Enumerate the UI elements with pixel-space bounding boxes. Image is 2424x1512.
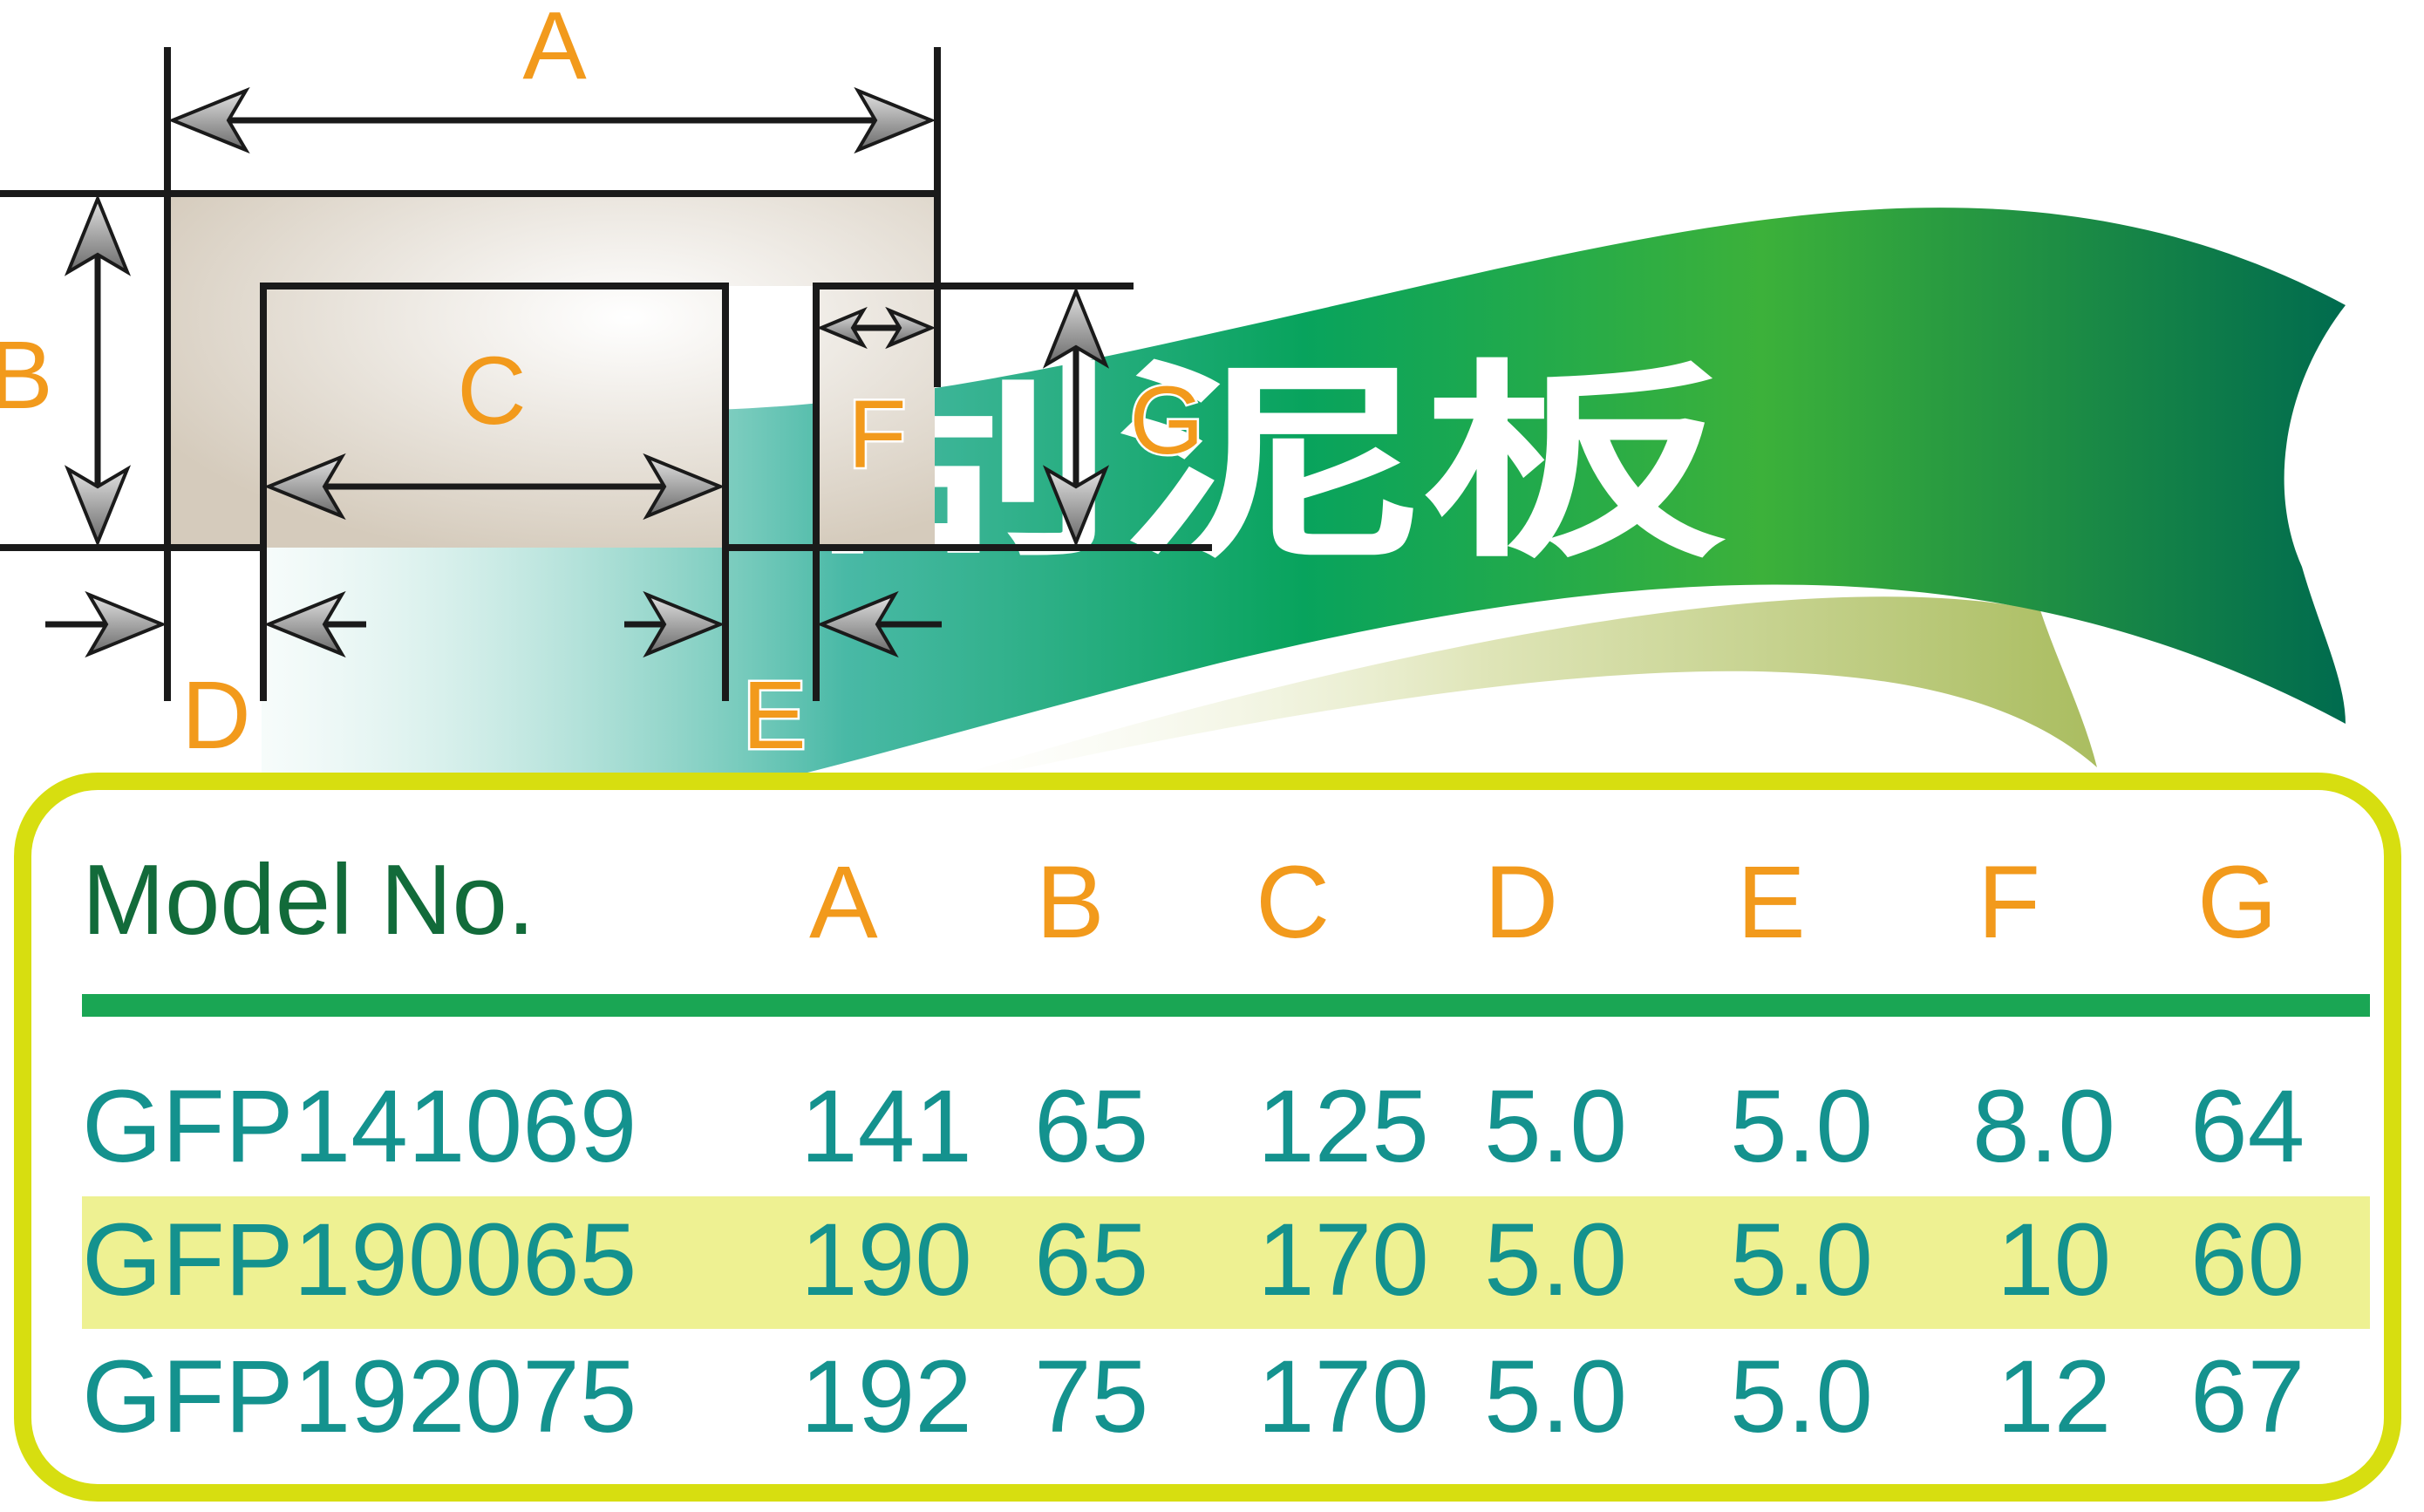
- dim-label-d: D: [181, 662, 250, 769]
- header-c: C: [1256, 845, 1331, 960]
- table-row: GFP190065 190 65 170 5.0 5.0 10 60: [82, 1196, 2370, 1329]
- header-g: G: [2197, 845, 2278, 960]
- arrow-e-right-icon: [816, 590, 899, 658]
- table-row: GFP141069 141 65 125 5.0 5.0 8.0 64: [82, 1063, 2370, 1195]
- cell-e: 5.0: [1730, 1202, 1874, 1318]
- header-model-no: Model No.: [82, 845, 535, 956]
- table-row: GFP192075 192 75 170 5.0 5.0 12 67: [82, 1333, 2370, 1466]
- dimension-labels: A B C D E F G: [0, 0, 1206, 772]
- cell-g: 64: [2190, 1069, 2305, 1184]
- channel-profile: [167, 194, 935, 548]
- dim-label-b: B: [0, 322, 53, 429]
- cell-f: 8.0: [1972, 1069, 2116, 1184]
- spec-table-panel: Model No. A B C D E F G GFP141069 141 65…: [14, 773, 2401, 1502]
- cell-model: GFP190065: [82, 1202, 637, 1318]
- cell-f: 12: [1997, 1339, 2112, 1454]
- dim-label-c: C: [457, 337, 526, 445]
- dim-label-e: E: [742, 662, 806, 769]
- arrow-b-top-icon: [64, 194, 132, 276]
- arrow-b-bottom-icon: [64, 465, 132, 548]
- header-e: E: [1737, 845, 1806, 960]
- arrow-a-right-icon: [854, 86, 936, 154]
- arrow-d-left-icon: [85, 590, 167, 658]
- dim-label-a: A: [522, 0, 587, 99]
- arrow-f-right-icon: [885, 306, 936, 350]
- cell-e: 5.0: [1730, 1069, 1874, 1184]
- cell-c: 170: [1257, 1202, 1429, 1318]
- dimension-arrowheads: [64, 86, 1110, 658]
- cell-c: 170: [1257, 1339, 1429, 1454]
- arrow-c-right-icon: [643, 453, 725, 521]
- arrow-f-left-icon: [816, 306, 868, 350]
- dim-label-f: F: [848, 381, 906, 488]
- cell-a: 192: [800, 1339, 972, 1454]
- header-d: D: [1484, 845, 1559, 960]
- cell-d: 5.0: [1484, 1202, 1628, 1318]
- cell-d: 5.0: [1484, 1339, 1628, 1454]
- header-f: F: [1978, 845, 2041, 960]
- ribbon-tail: [872, 596, 2097, 802]
- cell-g: 60: [2190, 1202, 2305, 1318]
- cell-c: 125: [1257, 1069, 1429, 1184]
- arrow-g-top-icon: [1042, 286, 1110, 369]
- arrow-c-left-icon: [263, 453, 346, 521]
- cell-model: GFP141069: [82, 1069, 637, 1184]
- arrow-g-bottom-icon: [1042, 465, 1110, 548]
- arrow-a-left-icon: [167, 86, 250, 154]
- cell-d: 5.0: [1484, 1069, 1628, 1184]
- header-b: B: [1036, 845, 1105, 960]
- header-a: A: [809, 845, 878, 960]
- cell-a: 141: [800, 1069, 972, 1184]
- cell-e: 5.0: [1730, 1339, 1874, 1454]
- profile-outline: [0, 47, 1212, 701]
- arrow-d-right-icon: [263, 590, 346, 658]
- header-rule: [82, 994, 2370, 1017]
- cell-model: GFP192075: [82, 1339, 637, 1454]
- cell-g: 67: [2190, 1339, 2305, 1454]
- cell-b: 65: [1034, 1069, 1149, 1184]
- cell-a: 190: [800, 1202, 972, 1318]
- cell-b: 65: [1034, 1202, 1149, 1318]
- dim-label-g: G: [1129, 367, 1204, 474]
- arrow-e-left-icon: [643, 590, 725, 658]
- cell-f: 10: [1997, 1202, 2112, 1318]
- ribbon-body: [262, 208, 2346, 846]
- cell-b: 75: [1034, 1339, 1149, 1454]
